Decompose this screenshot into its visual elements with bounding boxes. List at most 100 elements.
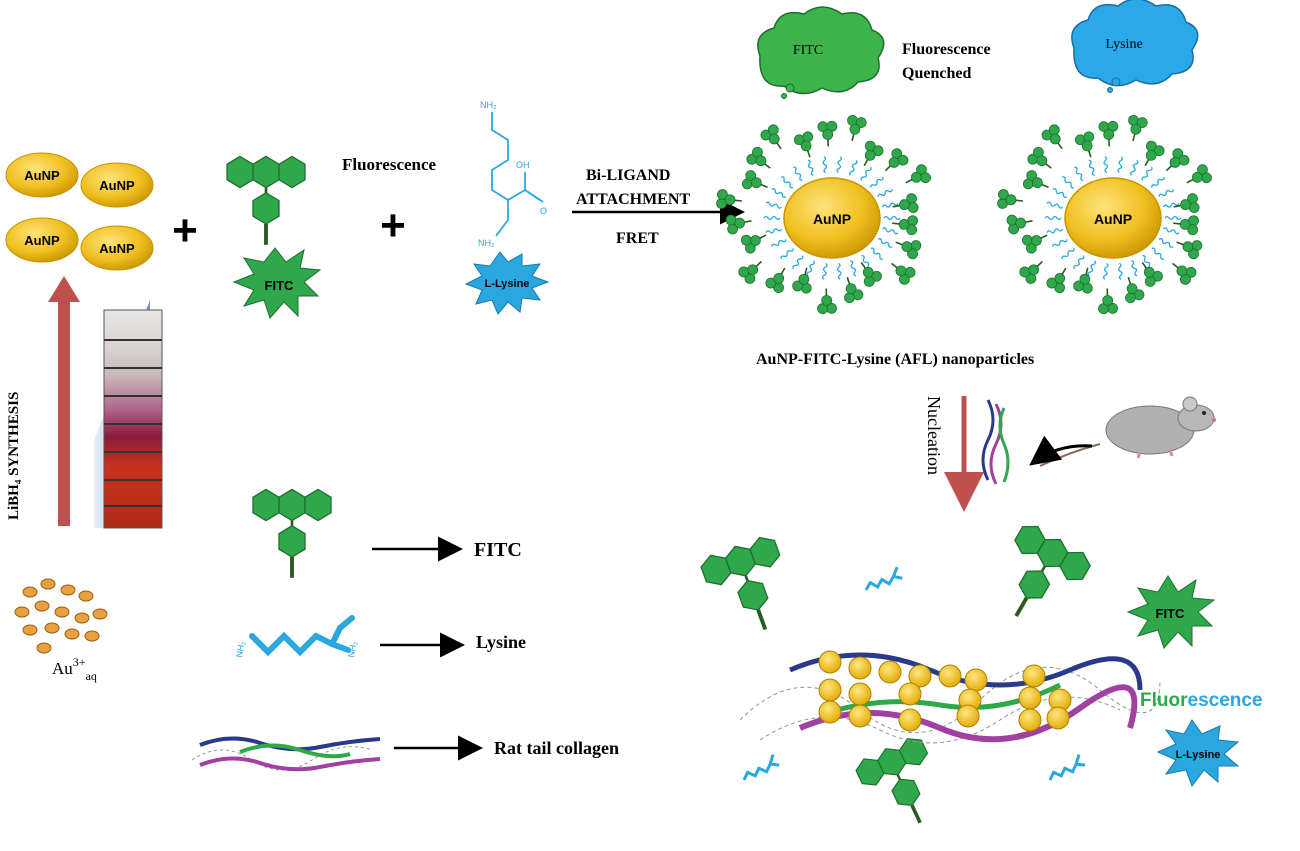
gold-bead — [818, 678, 842, 702]
fitc-ligand — [1044, 262, 1075, 296]
lysine-ligand — [763, 215, 781, 221]
vial-stack — [103, 309, 163, 529]
fluorescence-label: Fluorescence — [342, 155, 437, 174]
lysine-ligand — [876, 237, 894, 249]
lysine-ligand — [1086, 259, 1097, 277]
fitc-ligand — [878, 145, 911, 179]
gold-bead — [1022, 664, 1046, 688]
plus-sign: + — [172, 206, 198, 255]
lysine-ligand — [791, 165, 805, 182]
fitc-molecule — [851, 731, 955, 840]
gold-bead — [956, 704, 980, 728]
lysine-ligand — [1102, 262, 1109, 281]
synthesis-label: LiBH₄ SYNTHESIS — [6, 392, 22, 520]
fitc-molecule — [696, 531, 804, 645]
lysine-ligand — [1164, 215, 1182, 221]
fitc-ligand — [724, 210, 755, 236]
lysine-ligand — [1072, 165, 1086, 182]
lysine-ligand — [876, 187, 894, 199]
fitc-ligand — [738, 225, 772, 256]
afl-core — [783, 177, 881, 259]
fitc-ligand — [900, 162, 934, 193]
fitc-ligand — [884, 255, 918, 288]
gold-bead — [878, 660, 902, 684]
lysine-ligand — [1157, 187, 1175, 199]
lysine-ligand — [1086, 159, 1097, 177]
afl-core — [1064, 177, 1162, 259]
legend-collagen-label: Rat tail collagen — [494, 738, 619, 758]
gold-bead — [938, 664, 962, 688]
fitc-ligand — [740, 168, 772, 197]
fitc-ligand — [1097, 120, 1120, 148]
fitc-ligand — [763, 262, 794, 296]
fitc-ligand — [815, 287, 838, 315]
plus-sign: + — [380, 201, 406, 250]
lysine-ligand — [1060, 246, 1076, 261]
biligand-label-2: ATTACHMENT — [576, 191, 690, 208]
lysine-ligand — [1045, 201, 1064, 210]
lysine-ligand — [779, 246, 795, 261]
afl-core-label: AuNP — [813, 211, 851, 227]
fitc-ligand — [1172, 232, 1205, 262]
gold-bead — [848, 682, 872, 706]
aunp-label: AuNP — [99, 241, 135, 256]
fitc-burst: FITC — [232, 247, 322, 319]
fitc-ligand — [816, 120, 839, 148]
lysine-ligand — [1157, 237, 1175, 249]
fitc-ligand — [1039, 122, 1071, 156]
fitc-cloud-label: FITC — [793, 43, 823, 58]
lysine-ligand — [859, 165, 873, 182]
lysine-ligand — [1162, 201, 1181, 210]
lysine-ligand — [1140, 165, 1154, 182]
legend-fitc-label: FITC — [474, 539, 522, 561]
fitc-burst: FITC — [1126, 575, 1216, 649]
fitc-ligand — [1181, 162, 1215, 193]
lysine-burst-label: L-Lysine — [1176, 749, 1221, 761]
au-ion-particle — [22, 586, 38, 598]
vial-dividers — [104, 339, 162, 507]
lysine-ligand — [1060, 175, 1076, 190]
lysine-ligand — [881, 226, 900, 235]
gold-bead — [908, 664, 932, 688]
lysine-ligand — [1117, 155, 1124, 174]
legend-lysine-nh2: NH₂ — [234, 640, 247, 658]
fitc-ligand — [735, 253, 769, 287]
gold-bead — [818, 650, 842, 674]
lysine-cloud-label: Lysine — [1105, 37, 1142, 52]
lysine-ligand — [1129, 259, 1140, 277]
fitc-ligand — [1019, 225, 1053, 256]
synthesis-arrow — [48, 276, 80, 526]
au-ion-particle — [54, 606, 70, 618]
lysine-o: O — [540, 206, 547, 216]
aunp-cluster: AuNP AuNP AuNP AuNP — [5, 152, 154, 271]
quenched-label-1: Fluorescence — [902, 41, 991, 58]
fitc-ligand — [1165, 255, 1199, 288]
fret-label: FRET — [616, 230, 659, 247]
lysine-nh2-bottom: NH₂ — [478, 238, 495, 248]
gold-bead — [848, 704, 872, 728]
fitc-ligand — [1071, 264, 1098, 295]
fitc-burst-label: FITC — [1156, 606, 1185, 621]
lysine-ligand — [805, 159, 816, 177]
collagen-gold-assembly — [739, 650, 1161, 744]
fitc-ligand — [715, 188, 744, 212]
aunp-particle — [5, 217, 79, 263]
fitc-ligand — [1073, 129, 1101, 162]
au-ion-particle — [78, 590, 94, 602]
lysine-ligand — [836, 155, 843, 174]
lysine-ligand — [1044, 215, 1062, 221]
au-ion-particle — [22, 624, 38, 636]
fitc-cloud: FITC — [757, 6, 885, 99]
fitc-ligand — [790, 264, 817, 295]
fitc-ligand — [792, 129, 820, 162]
gold-bead — [848, 656, 872, 680]
lysine-ligand — [848, 259, 859, 277]
fitc-ligand — [758, 122, 790, 156]
au-ion-cluster — [14, 578, 108, 654]
fitc-ligand — [1005, 210, 1036, 236]
fitc-ligand — [1159, 145, 1192, 179]
lysine-ligand — [1162, 226, 1181, 235]
biligand-label-1: Bi-LIGAND — [586, 167, 670, 184]
